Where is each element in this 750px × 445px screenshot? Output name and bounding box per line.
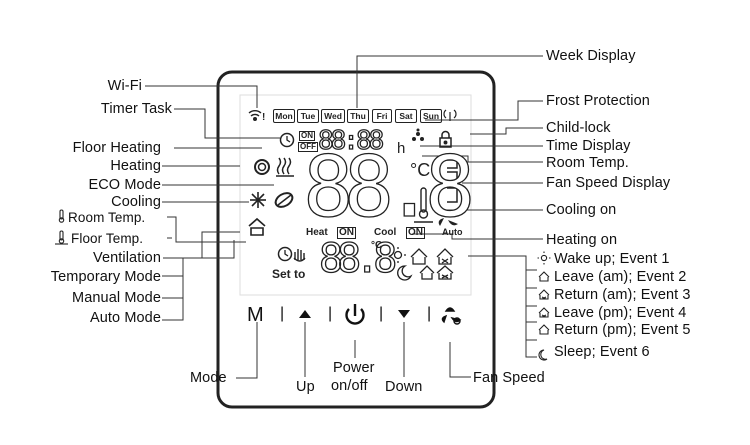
day-tue: Tue (297, 109, 319, 123)
label-cooling: Cooling (111, 194, 161, 210)
lcd-event-icons (390, 247, 454, 281)
heat-label: Heat (306, 227, 328, 238)
label-floor-temp: Floor Temp. (71, 231, 144, 246)
frost-icon (412, 128, 424, 141)
on-tag: ON (299, 131, 315, 141)
set-to-label: Set to (272, 267, 306, 281)
event-2: Leave (am); Event 2 (554, 269, 687, 285)
day-wed: Wed (321, 109, 345, 123)
event-5: Return (pm); Event 5 (554, 322, 691, 338)
power-button[interactable] (343, 298, 367, 324)
mode-button[interactable]: M (247, 304, 264, 326)
up-arrow-icon (299, 310, 311, 318)
antenna-icon (443, 109, 457, 121)
label-cooling-on: Cooling on (546, 202, 617, 218)
clock-icon (279, 132, 295, 148)
label-week-display: Week Display (546, 48, 636, 64)
event-6: Sleep; Event 6 (554, 344, 650, 360)
time-unit: h (397, 140, 406, 157)
label-power-1: Power (333, 360, 375, 376)
label-frost-protection: Frost Protection (546, 93, 650, 109)
label-mode: Mode (190, 370, 227, 386)
fan-speed-bars-icon (447, 159, 458, 203)
label-heating-on: Heating on (546, 232, 618, 248)
label-auto-mode: Auto Mode (89, 310, 161, 326)
label-ventilation: Ventilation (92, 250, 161, 266)
ventilation-icon (248, 217, 266, 236)
up-button[interactable] (295, 302, 317, 324)
label-fan-speed: Fan Speed (473, 370, 545, 386)
label-child-lock: Child-lock (546, 120, 611, 136)
heat-on-tag: ON (337, 227, 356, 239)
leader-lines (145, 55, 543, 379)
separator-3: | (379, 305, 384, 322)
label-up: Up (296, 379, 315, 395)
event-4: Leave (pm); Event 4 (554, 305, 687, 321)
main-temp-unit: °C (410, 160, 431, 180)
separator-2: | (328, 305, 333, 322)
label-time-display: Time Display (546, 138, 631, 154)
day-fri: Fri (372, 109, 392, 123)
heating-ring-icon (254, 159, 270, 175)
day-thu: Thu (347, 109, 369, 123)
legend-icons (537, 251, 551, 361)
eco-leaf-icon (274, 192, 294, 208)
separator-4: | (427, 305, 432, 322)
day-mon: Mon (273, 109, 295, 123)
label-wifi: Wi-Fi (107, 78, 142, 94)
label-power-2: on/off (331, 378, 368, 394)
down-arrow-icon (398, 310, 410, 318)
button-row (299, 304, 462, 325)
separator-1: | (280, 305, 285, 322)
time-digits: 88:88 (317, 125, 385, 156)
day-sat: Sat (395, 109, 417, 123)
main-temp-digits: 88.8 (302, 138, 476, 236)
label-temporary-mode: Temporary Mode (50, 269, 161, 285)
lcd-area (239, 94, 472, 296)
off-tag: OFF (298, 142, 318, 152)
hand-icon (293, 249, 306, 262)
left-thermo-icons (55, 209, 68, 245)
auto-label: Auto (442, 227, 463, 237)
thermometer-icon (414, 187, 433, 223)
cool-on-tag: ON (406, 227, 425, 239)
snowflake-icon (250, 192, 266, 208)
label-floor-heating: Floor Heating (72, 140, 161, 156)
down-button[interactable] (393, 302, 415, 324)
label-manual-mode: Manual Mode (72, 290, 161, 306)
timer-alert-icon: ! (262, 112, 265, 123)
label-eco-mode: ECO Mode (88, 177, 161, 193)
day-sun: Sun (420, 109, 442, 123)
lock-icon (439, 130, 452, 148)
temporary-clock-icon (277, 246, 293, 262)
cool-label: Cool (374, 227, 397, 238)
event-3: Return (am); Event 3 (554, 287, 691, 303)
fan-speed-button[interactable] (442, 302, 464, 326)
wifi-icon (248, 110, 262, 121)
fan-speed-button-icon (441, 307, 462, 325)
label-timer-task: Timer Task (100, 101, 172, 117)
event-1: Wake up; Event 1 (554, 251, 670, 267)
label-fan-speed-display: Fan Speed Display (546, 175, 671, 191)
set-temp-digits: 88.8 (318, 236, 398, 282)
label-room-temp-right: Room Temp. (546, 155, 629, 171)
label-down: Down (385, 379, 423, 395)
fan-icon (438, 210, 458, 226)
label-room-temp-left: Room Temp. (68, 210, 146, 225)
power-icon (345, 304, 365, 325)
label-heating: Heating (110, 158, 161, 174)
floor-heating-icon (276, 157, 294, 177)
set-temp-unit: °C (371, 240, 383, 251)
